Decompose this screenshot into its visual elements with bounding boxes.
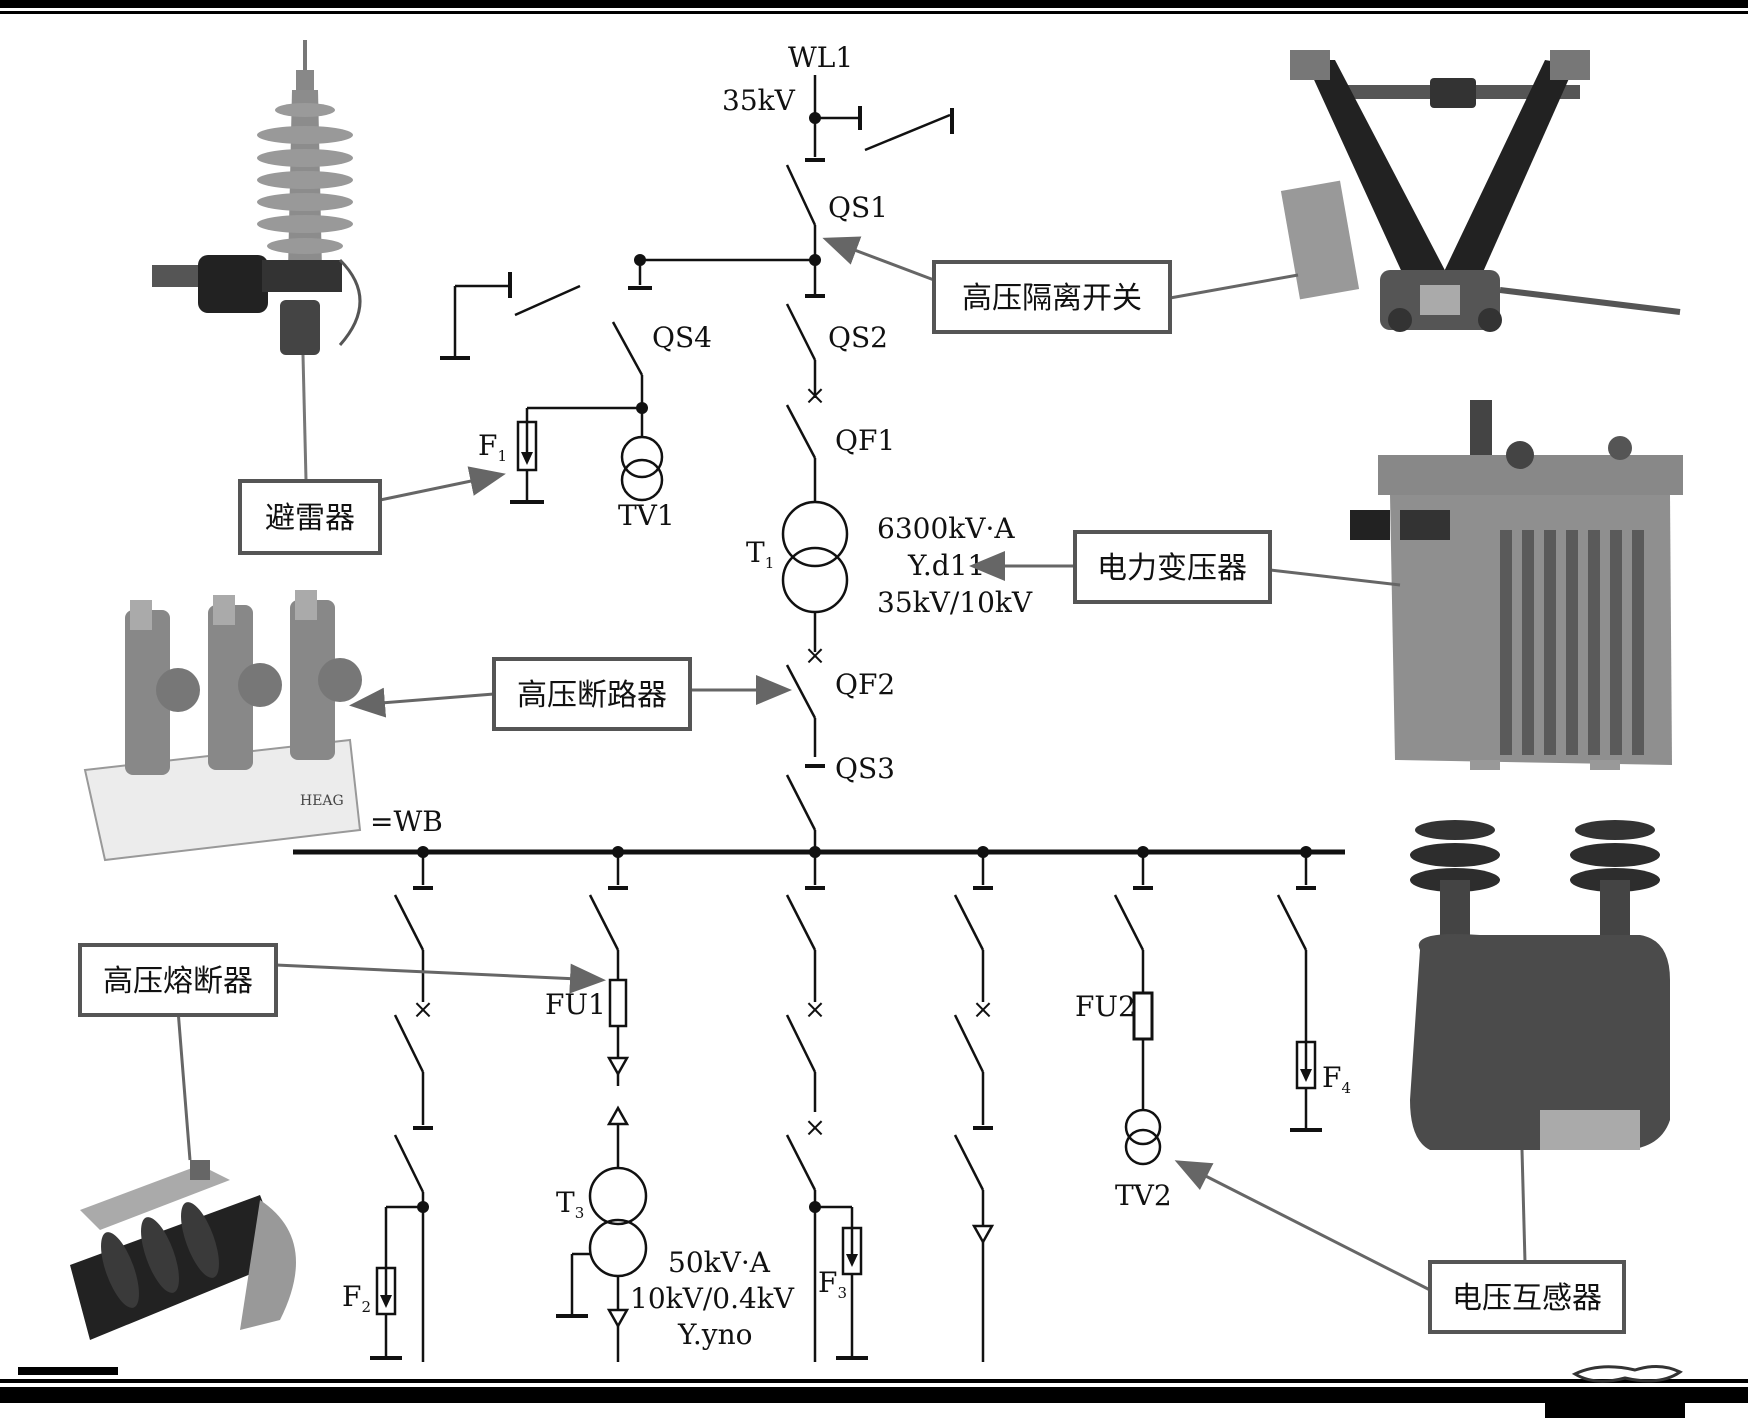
t1-label: T1: [746, 536, 774, 572]
t1-power-label: 6300kV·A: [877, 512, 1015, 545]
callout-isolator: 高压隔离开关: [932, 260, 1172, 334]
callout-breaker: 高压断路器: [492, 657, 692, 731]
callout-fuse: 高压熔断器: [78, 943, 278, 1017]
svg-text:×: ×: [412, 995, 434, 1025]
qs4-label: QS4: [652, 321, 712, 354]
wl1-voltage-label: 35kV: [722, 84, 796, 117]
f1-label: F1: [478, 429, 507, 465]
svg-text:×: ×: [804, 995, 826, 1025]
fu2-label: FU2: [1075, 990, 1136, 1023]
qs2-label: QS2: [828, 321, 888, 354]
qs1-label: QS1: [828, 191, 888, 224]
wl1-label: WL1: [788, 41, 853, 74]
fu1-label: FU1: [545, 988, 606, 1021]
arrester-photo: [152, 40, 362, 481]
fuse-photo: [70, 1160, 296, 1340]
svg-text:×: ×: [804, 381, 826, 411]
callout-arrester-label: 避雷器: [265, 501, 355, 536]
isolator-photo: [1280, 50, 1681, 332]
t3-label: T3: [556, 1186, 584, 1222]
callout-transformer-label: 电力变压器: [1097, 551, 1247, 586]
breaker-photo: HEAG: [83, 590, 362, 862]
t3-power-label: 50kV·A: [668, 1246, 771, 1279]
callout-breaker-label: 高压断路器: [517, 678, 667, 713]
svg-text:HEAG: HEAG: [300, 793, 344, 809]
f2-label: F2: [342, 1280, 371, 1316]
callout-vt: 电压互感器: [1428, 1260, 1626, 1334]
t1-connection-label: Y.d11: [907, 549, 985, 582]
callout-arrows: [176, 236, 1527, 1292]
svg-text:×: ×: [972, 995, 994, 1025]
callout-vt-label: 电压互感器: [1452, 1281, 1602, 1316]
t1-ratio-label: 35kV/10kV: [877, 586, 1033, 619]
callout-transformer: 电力变压器: [1073, 530, 1272, 604]
callout-isolator-label: 高压隔离开关: [962, 281, 1142, 316]
qf1-label: QF1: [835, 424, 895, 457]
f3-label: F3: [818, 1266, 847, 1302]
bus-label: =WB: [370, 805, 443, 838]
t3-connection-label: Y.yno: [677, 1318, 752, 1351]
svg-text:×: ×: [804, 1113, 826, 1143]
qs3-label: QS3: [835, 752, 895, 785]
callout-fuse-label: 高压熔断器: [103, 964, 253, 999]
callout-arrester: 避雷器: [238, 479, 382, 555]
tv1-label: TV1: [618, 499, 675, 532]
f4-label: F4: [1322, 1061, 1351, 1097]
svg-text:×: ×: [804, 641, 826, 671]
schematic: × × ×: [293, 75, 1345, 1362]
qf2-label: QF2: [835, 668, 895, 701]
vt-photo: [1410, 820, 1670, 1150]
tv2-label: TV2: [1115, 1179, 1172, 1212]
transformer-photo: [1350, 400, 1683, 770]
t3-ratio-label: 10kV/0.4kV: [630, 1282, 795, 1315]
